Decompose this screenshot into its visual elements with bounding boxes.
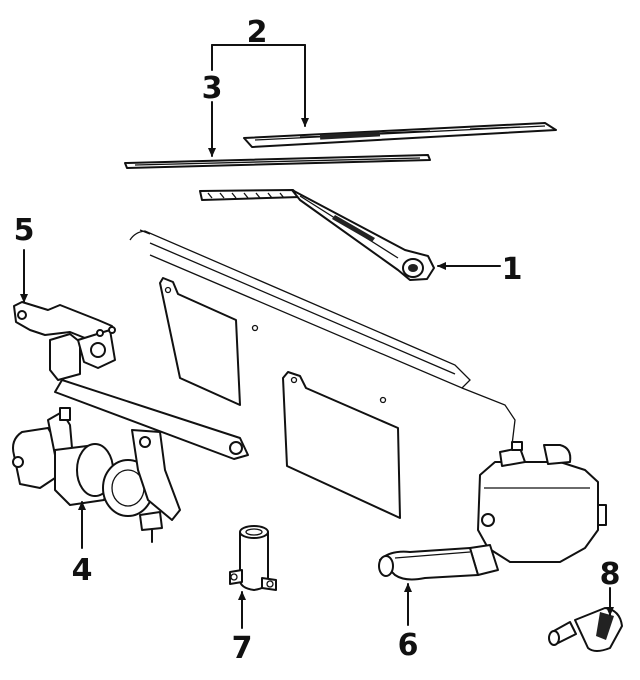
wiper-motor	[12, 407, 181, 543]
wiper-blade	[243, 122, 557, 148]
callout-6: 6	[398, 628, 419, 663]
washer-nozzle	[548, 607, 623, 652]
tailgate-panel	[129, 229, 516, 519]
wiper-linkage	[13, 301, 249, 460]
wiper-blade-insert	[124, 154, 431, 169]
callout-8: 8	[600, 557, 621, 592]
wiper-arm	[199, 189, 435, 281]
callout-5: 5	[14, 213, 35, 248]
callout-2: 2	[247, 15, 268, 50]
washer-pump	[229, 525, 277, 591]
callout-1: 1	[502, 252, 523, 287]
washer-reservoir	[378, 441, 607, 581]
callout-2-leader	[211, 44, 309, 127]
callout-7: 7	[232, 631, 253, 666]
callout-4: 4	[72, 553, 93, 588]
callout-3: 3	[202, 71, 223, 106]
